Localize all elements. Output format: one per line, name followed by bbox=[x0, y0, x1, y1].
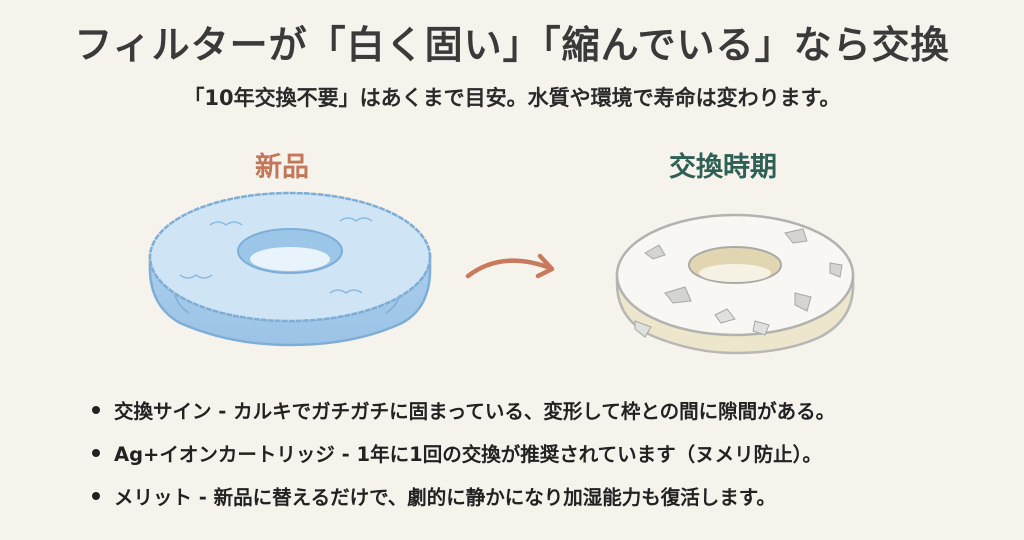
page-subtitle: 「10年交換不要」はあくまで目安。水質や環境で寿命は変わります。 bbox=[183, 86, 841, 110]
new-filter-illustration bbox=[148, 191, 432, 347]
bullet-replace-sign: 交換サイン - カルキでガチガチに固まっている、変形して枠との間に隙間がある。 bbox=[92, 388, 835, 431]
replace-time-label: 交換時期 bbox=[669, 152, 777, 183]
bullet-dot-icon bbox=[92, 448, 100, 457]
curved-arrow-right-icon bbox=[465, 253, 555, 279]
bullet-dot-icon bbox=[92, 491, 100, 500]
page-title: フィルターが「白く固い」「縮んでいる」なら交換 bbox=[74, 23, 950, 67]
bullet-merit: メリット - 新品に替えるだけで、劇的に静かになり加湿能力も復活します。 bbox=[92, 474, 835, 517]
new-filter-label: 新品 bbox=[255, 152, 309, 183]
bullet-ag-cartridge: Ag+イオンカートリッジ - 1年に1回の交換が推奨されています（ヌメリ防止）。 bbox=[92, 431, 835, 474]
old-filter-illustration bbox=[615, 213, 855, 355]
bullet-dot-icon bbox=[92, 405, 100, 414]
info-bullet-list: 交換サイン - カルキでガチガチに固まっている、変形して枠との間に隙間がある。 … bbox=[92, 388, 835, 517]
